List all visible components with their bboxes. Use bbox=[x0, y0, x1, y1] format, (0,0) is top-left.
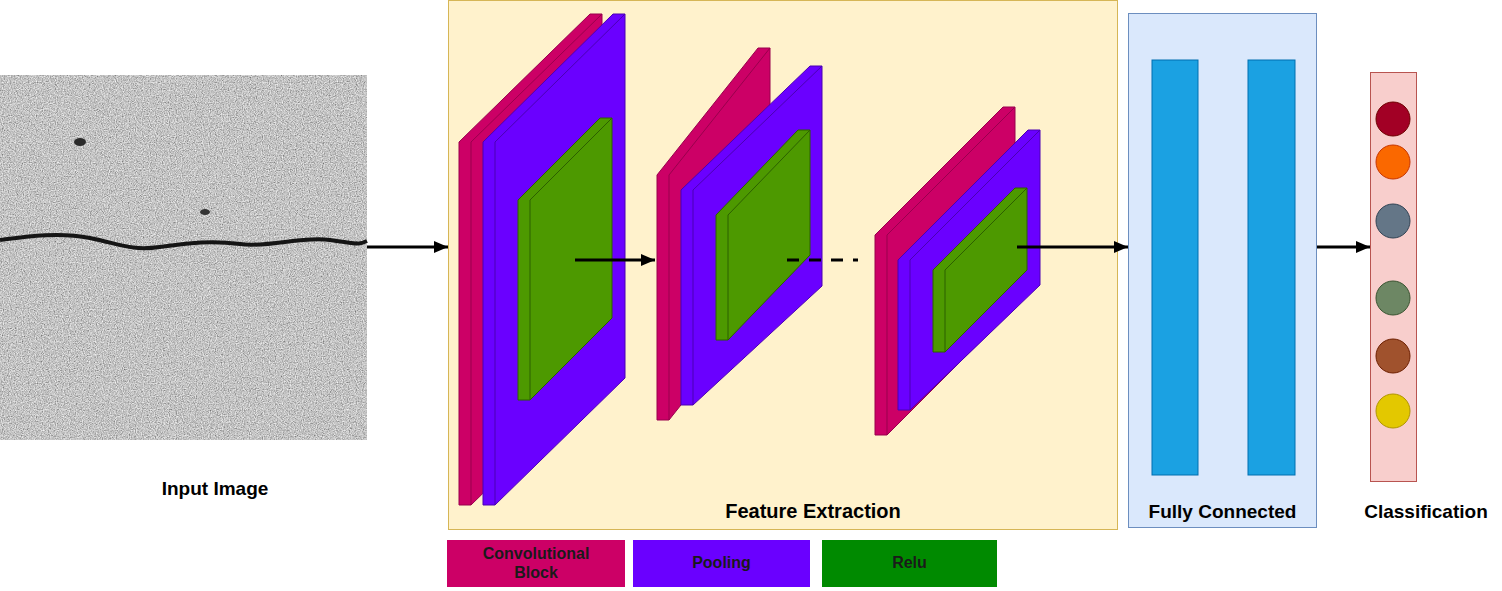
class-output bbox=[1376, 102, 1410, 136]
flow-arrow bbox=[367, 246, 448, 249]
class-output bbox=[1376, 204, 1410, 238]
legend-label: Pooling bbox=[688, 552, 755, 574]
class-output bbox=[1376, 281, 1410, 315]
concrete-photo bbox=[0, 75, 367, 440]
surface-pit bbox=[200, 209, 210, 215]
legend-swatch: Relu bbox=[822, 540, 997, 587]
surface-pit bbox=[74, 138, 86, 146]
class-output bbox=[1376, 145, 1410, 179]
node-label: Fully Connected bbox=[1149, 501, 1297, 523]
crack bbox=[0, 235, 367, 248]
legend-label: Convolutional Block bbox=[462, 543, 610, 584]
output-line bbox=[1017, 246, 1118, 249]
dense-layer bbox=[1248, 60, 1295, 475]
class-output bbox=[1376, 339, 1410, 373]
node-label: Classification bbox=[1351, 501, 1501, 523]
layer-arrow bbox=[575, 259, 655, 262]
legend-label: Relu bbox=[888, 552, 931, 574]
node-label: Input Image bbox=[140, 478, 290, 500]
node-label: Feature Extraction bbox=[725, 500, 901, 523]
flow-arrow bbox=[1118, 246, 1128, 249]
dense-layer bbox=[1152, 60, 1198, 475]
legend-swatch: Pooling bbox=[633, 540, 810, 587]
class-output bbox=[1376, 394, 1410, 428]
flow-arrow bbox=[1317, 246, 1370, 249]
concrete-surface bbox=[0, 75, 367, 440]
slab-edge bbox=[728, 130, 810, 340]
relu-slab bbox=[716, 130, 810, 340]
legend-swatch: Convolutional Block bbox=[447, 540, 625, 587]
